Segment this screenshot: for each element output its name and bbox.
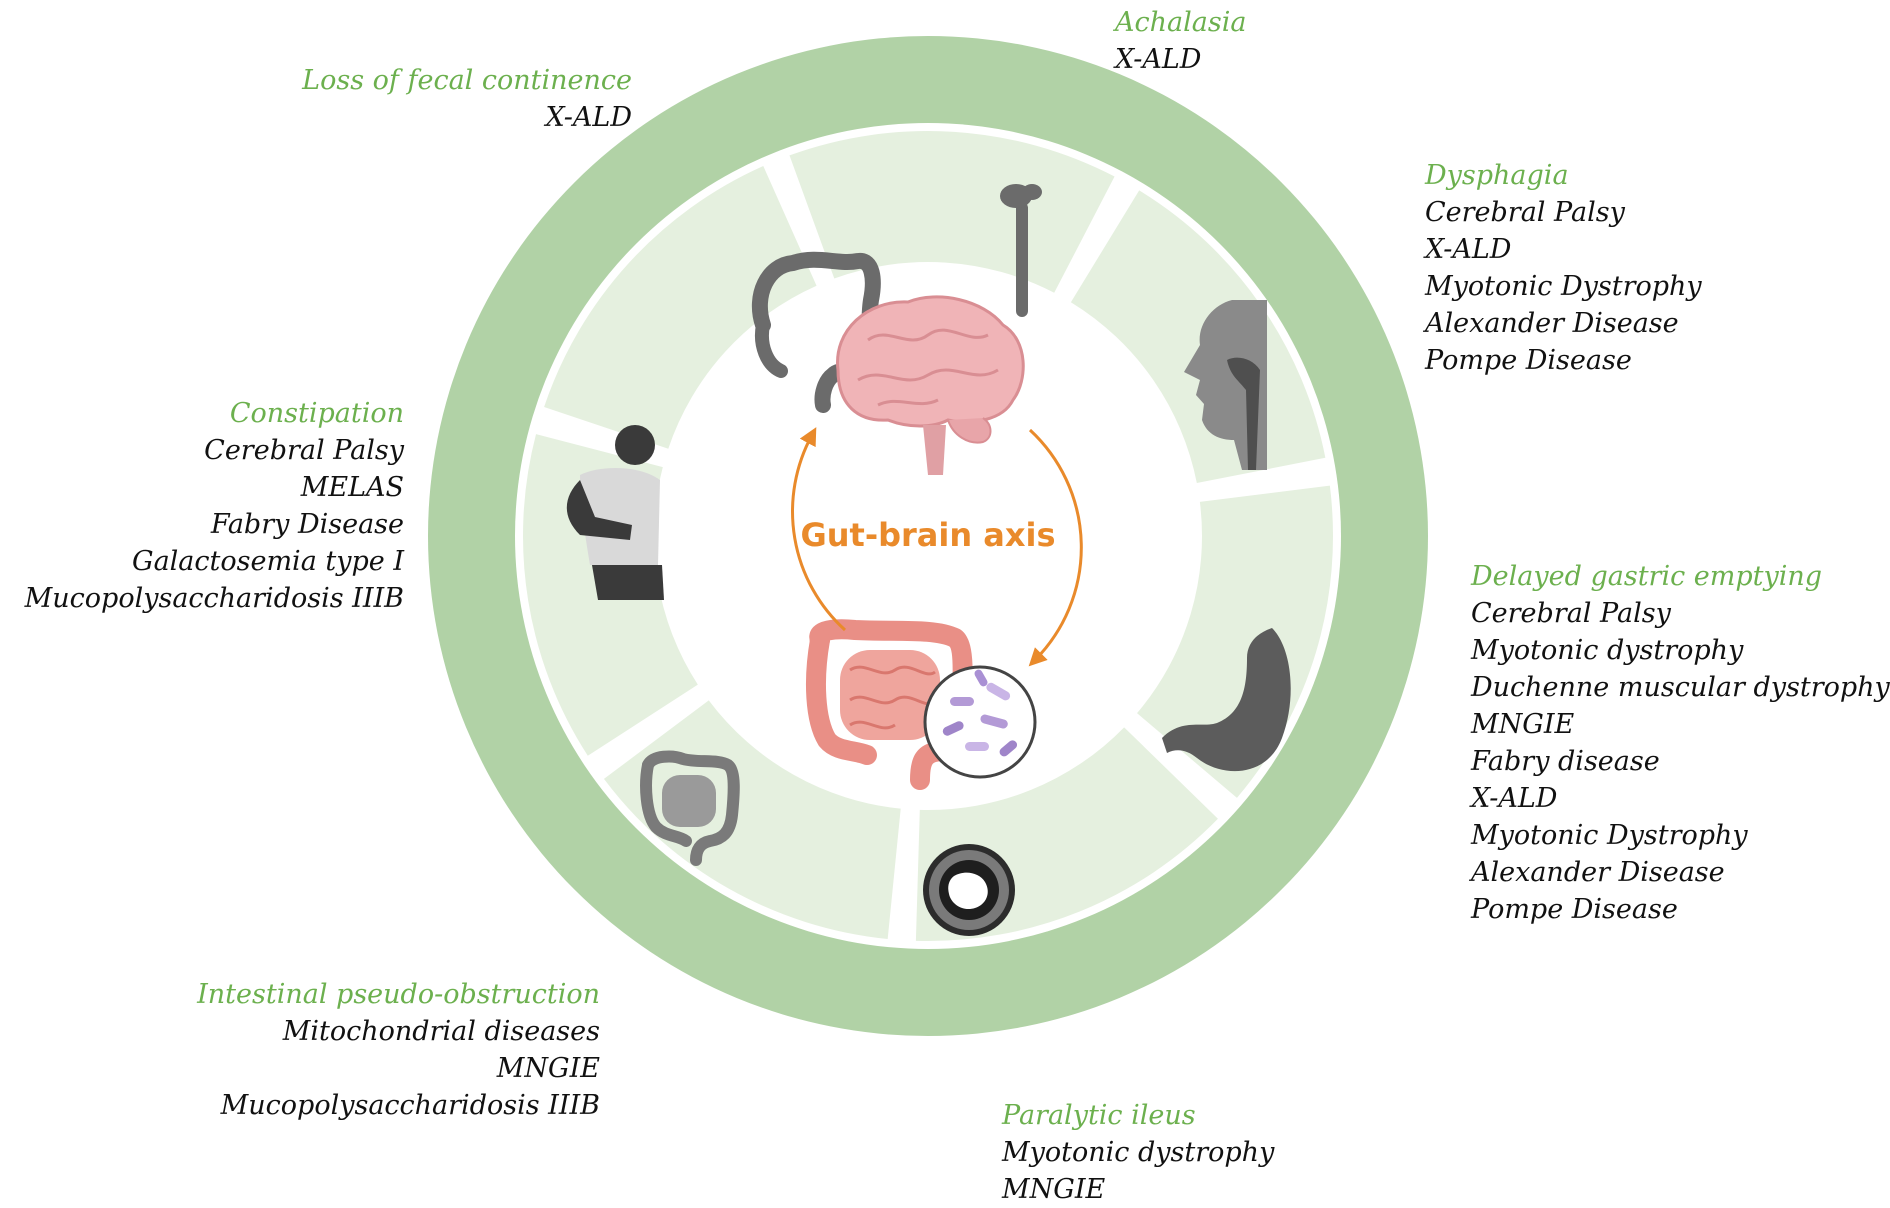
- center-circle: [656, 264, 1200, 808]
- heading-intestinal-pseudo-obstruction: Intestinal pseudo-obstruction: [197, 979, 600, 1010]
- list-item: Cerebral Palsy: [1425, 197, 1625, 228]
- label-achalasia: Achalasia X-ALD: [1115, 4, 1246, 78]
- list-item: X-ALD: [545, 102, 632, 133]
- list-item: Cerebral Palsy: [1471, 598, 1671, 629]
- list-item: X-ALD: [1115, 44, 1202, 75]
- stomach-icon: [1162, 628, 1291, 772]
- heading-delayed-gastric-emptying: Delayed gastric emptying: [1471, 561, 1823, 592]
- list-item: Duchenne muscular dystrophy: [1471, 672, 1890, 703]
- ring-segment: [789, 130, 1115, 293]
- colon-icon: [751, 251, 881, 413]
- heading-constipation: Constipation: [229, 398, 404, 429]
- list-item: Mitochondrial diseases: [282, 1016, 600, 1047]
- list-item: Myotonic dystrophy: [1002, 1137, 1275, 1168]
- list-item: Mucopolysaccharidosis IIIB: [220, 1090, 600, 1121]
- arrow-brain-to-gut: [1028, 428, 1083, 667]
- brain-icon: [836, 295, 1025, 475]
- label-fecal-continence: Loss of fecal continence X-ALD: [302, 62, 632, 136]
- esophagus-icon: [1000, 184, 1042, 317]
- heading-achalasia: Achalasia: [1115, 7, 1247, 38]
- list-item: MNGIE: [1471, 709, 1575, 740]
- list-item: Alexander Disease: [1425, 308, 1679, 339]
- list-item: Myotonic Dystrophy: [1425, 271, 1702, 302]
- list-item: X-ALD: [1471, 783, 1558, 814]
- list-item: Fabry disease: [1471, 746, 1660, 777]
- heading-fecal-continence: Loss of fecal continence: [302, 65, 632, 96]
- list-item: MNGIE: [1002, 1174, 1106, 1205]
- list-item: Myotonic Dystrophy: [1471, 820, 1748, 851]
- list-item: MELAS: [300, 472, 404, 503]
- list-item: Pompe Disease: [1471, 894, 1678, 925]
- label-dysphagia: Dysphagia Cerebral Palsy X-ALD Myotonic …: [1425, 157, 1702, 379]
- label-intestinal-pseudo-obstruction: Intestinal pseudo-obstruction Mitochondr…: [197, 976, 600, 1124]
- person-abdominal-pain-icon: [566, 425, 664, 600]
- list-item: X-ALD: [1425, 234, 1512, 265]
- center-title: Gut-brain axis: [800, 516, 1055, 554]
- head-throat-icon: [1184, 300, 1267, 470]
- list-item: Alexander Disease: [1471, 857, 1725, 888]
- microbiome-icon: [923, 665, 1037, 779]
- label-paralytic-ileus: Paralytic ileus Myotonic dystrophy MNGIE: [1002, 1097, 1274, 1208]
- ring-segment: [544, 166, 817, 449]
- intestine-cross-section-icon: [923, 844, 1015, 936]
- label-delayed-gastric-emptying: Delayed gastric emptying Cerebral Palsy …: [1471, 558, 1890, 928]
- list-item: Mucopolysaccharidosis IIIB: [24, 583, 404, 614]
- list-item: Cerebral Palsy: [204, 435, 404, 466]
- list-item: Myotonic dystrophy: [1471, 635, 1744, 666]
- heading-paralytic-ileus: Paralytic ileus: [1002, 1100, 1196, 1131]
- list-item: Pompe Disease: [1425, 345, 1632, 376]
- arrow-gut-to-brain: [791, 427, 847, 632]
- label-constipation: Constipation Cerebral Palsy MELAS Fabry …: [25, 395, 404, 617]
- list-item: Galactosemia type I: [132, 546, 404, 577]
- list-item: MNGIE: [496, 1053, 600, 1084]
- small-intestine-icon: [640, 750, 740, 866]
- heading-dysphagia: Dysphagia: [1425, 160, 1569, 191]
- list-item: Fabry Disease: [210, 509, 404, 540]
